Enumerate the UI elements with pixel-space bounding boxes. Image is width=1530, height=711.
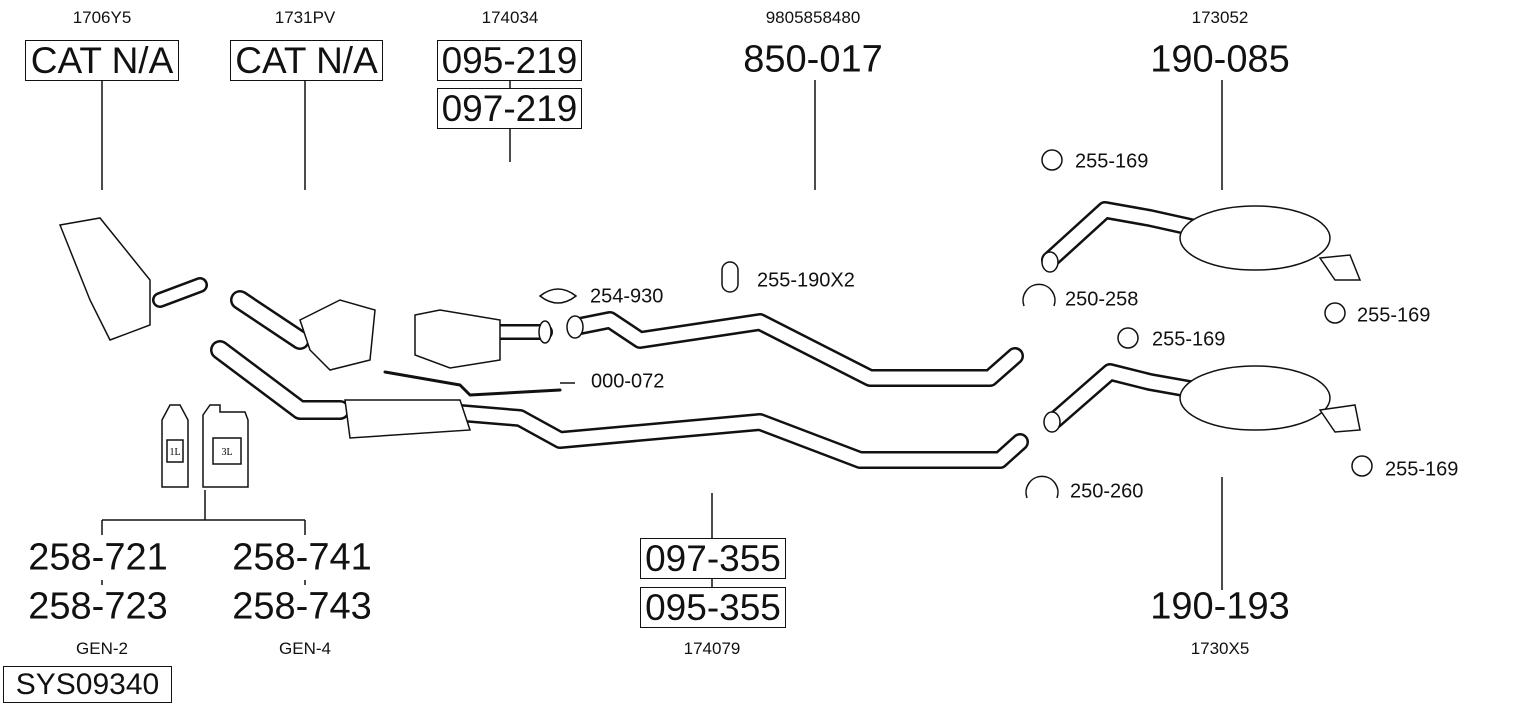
rear-silencer-upper [1179,205,1331,271]
part-code-box[interactable]: 097-219 [437,88,582,129]
part-code-box[interactable]: 095-355 [640,587,786,628]
part-code[interactable]: 258-721 [28,536,168,579]
accessory-label[interactable]: 255-169 [1385,458,1459,481]
bottle-3l-label: 3L [221,447,232,458]
dpf-filter [414,309,501,369]
part-code[interactable]: 190-193 [1150,585,1290,628]
part-ref: 1706Y5 [72,8,132,27]
accessory-label[interactable]: 255-169 [1152,328,1226,351]
rear-silencer-lower [1179,365,1331,431]
part-ref: 1730X5 [1190,639,1250,658]
hanger-icon [1351,455,1373,477]
accessory-label[interactable]: 254-930 [590,285,664,308]
u-clamp-icon [1022,283,1056,307]
hanger-icon [1117,327,1139,349]
system-code-box[interactable]: SYS09340 [3,666,172,703]
catalytic-converter-front [58,217,151,341]
part-ref: GEN-2 [76,639,128,658]
hanger-icon [1041,149,1063,171]
accessory-label[interactable]: 255-169 [1075,150,1149,173]
part-code[interactable]: 258-741 [232,536,372,579]
part-code[interactable]: 190-085 [1150,38,1290,81]
accessory-label[interactable]: 250-258 [1065,288,1139,311]
part-code[interactable]: 850-017 [743,38,883,81]
u-clamp-icon [1025,475,1059,499]
catalytic-converter-2 [299,299,376,371]
bottle-1l-label: 1L [169,447,180,458]
rubber-hanger-icon [721,261,739,293]
pipes [152,201,1204,469]
clamp-icon [538,288,578,304]
part-code-box[interactable]: 095-219 [437,40,582,81]
part-code-box[interactable]: CAT N/A [25,40,179,81]
accessory-label[interactable]: 000-072 [591,370,665,393]
part-ref: GEN-4 [279,639,331,658]
part-ref: 174034 [481,8,539,27]
accessory-label[interactable]: 250-260 [1070,480,1144,503]
part-ref: 9805858480 [765,8,861,27]
part-code[interactable]: 258-743 [232,585,372,628]
accessory-label[interactable]: 255-169 [1357,304,1431,327]
part-ref: 173052 [1191,8,1249,27]
part-code[interactable]: 258-723 [28,585,168,628]
part-code-box[interactable]: CAT N/A [230,40,383,81]
accessory-label[interactable]: 255-190X2 [757,269,855,292]
part-code-box[interactable]: 097-355 [640,538,786,579]
hanger-icon [1324,302,1346,324]
part-ref: 1731PV [274,8,336,27]
middle-silencer [344,399,472,439]
part-ref: 174079 [683,639,741,658]
